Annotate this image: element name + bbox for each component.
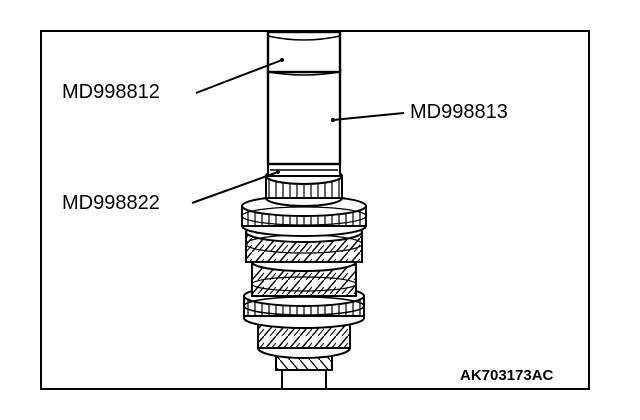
- middle-gear: [251, 252, 357, 297]
- label-md998812: MD998812: [62, 81, 160, 103]
- label-md998813: MD998813: [410, 101, 508, 123]
- leader-md998813: [332, 112, 405, 121]
- leader-md998822: [191, 171, 279, 204]
- leader-md998812: [195, 59, 283, 94]
- figure-reference-code: AK703173AC: [460, 367, 554, 384]
- label-md998822: MD998822: [62, 192, 160, 214]
- tool-md998813: [266, 68, 342, 166]
- tool-md998812: [266, 32, 342, 76]
